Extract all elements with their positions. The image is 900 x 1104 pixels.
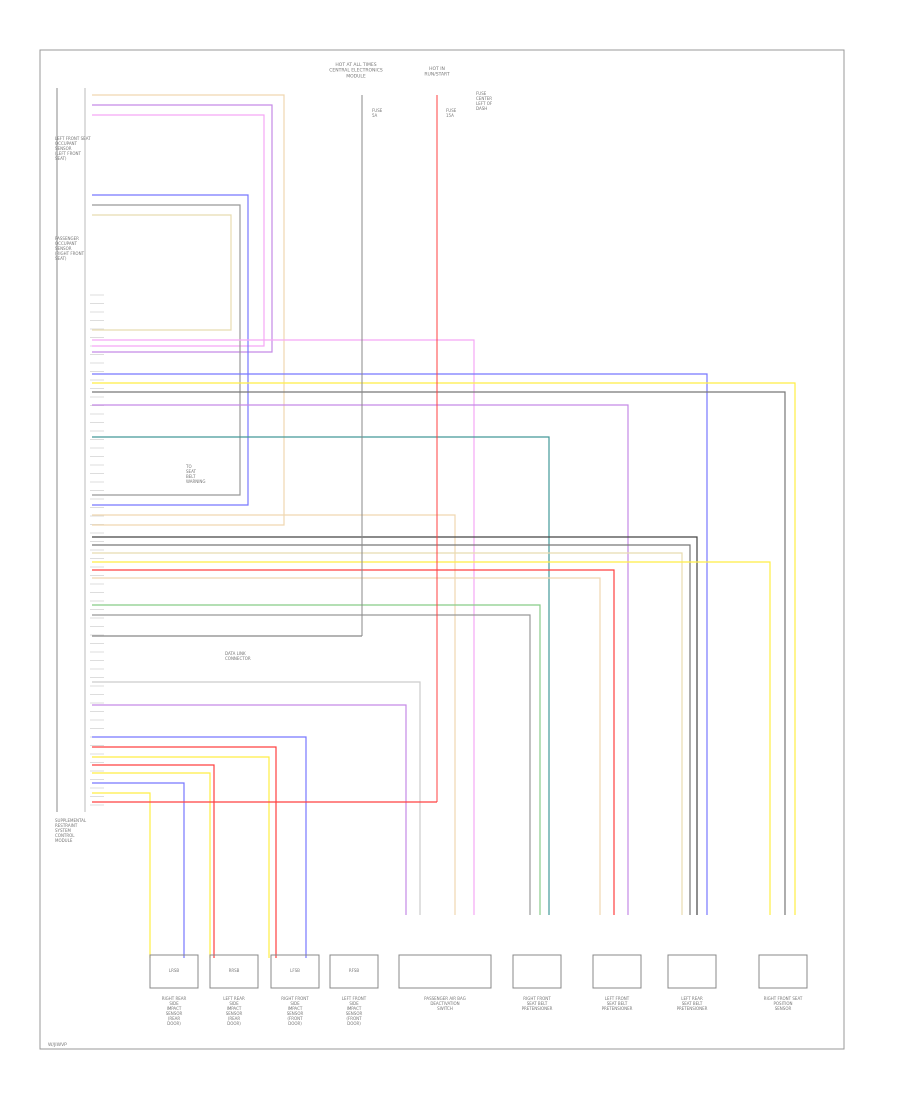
wire-run-7 (92, 536, 698, 915)
wire-sensor-2 (92, 756, 270, 958)
wires (92, 94, 796, 958)
wire-run-15 (92, 681, 421, 915)
wire-orange-1 (92, 94, 285, 526)
wire-run-9 (92, 552, 683, 915)
component-code: RRSB (229, 968, 240, 973)
wire-run-13 (92, 604, 541, 915)
wire-run-6 (92, 514, 456, 915)
component-box (329, 954, 379, 989)
component-box (149, 954, 199, 989)
wire-run-0 (92, 339, 475, 915)
pin-marks (90, 294, 104, 806)
component-box (758, 954, 808, 989)
wire-run-12 (92, 577, 601, 915)
wire-run-8 (92, 544, 691, 915)
component-box (592, 954, 642, 989)
wire-sensor-3 (92, 764, 215, 958)
wire-grey-1 (92, 204, 241, 496)
wire-blue-1 (92, 194, 249, 506)
component-box (270, 954, 320, 989)
wire-run-5 (92, 436, 550, 915)
wire-sensor-0 (92, 736, 307, 958)
wire-sensor-4 (92, 772, 211, 958)
wire-pink-1 (92, 114, 265, 347)
component-box (209, 954, 259, 989)
component-box (667, 954, 717, 989)
wire-sensor-1 (92, 746, 277, 958)
component-code: LRSB (169, 968, 180, 973)
wire-run-11 (92, 569, 615, 915)
wire-run-4 (92, 404, 629, 915)
diagram-frame (39, 49, 845, 1050)
component-code: RFSB (349, 968, 360, 973)
footer-code: W/JIWVP (48, 1042, 67, 1048)
wire-sensor-6 (92, 792, 151, 958)
component-box (398, 954, 492, 989)
wire-run-1 (92, 373, 708, 915)
wire-run-2 (92, 382, 796, 915)
component-box (512, 954, 562, 989)
wire-run-10 (92, 561, 771, 915)
component-code: LFSB (290, 968, 300, 973)
wire-purple-1 (92, 104, 273, 353)
wire-run-16 (92, 704, 407, 915)
wire-run-3 (92, 391, 786, 915)
wire-run-14 (92, 614, 531, 915)
wire-tan-1 (92, 214, 232, 331)
wire-sensor-5 (92, 782, 185, 958)
